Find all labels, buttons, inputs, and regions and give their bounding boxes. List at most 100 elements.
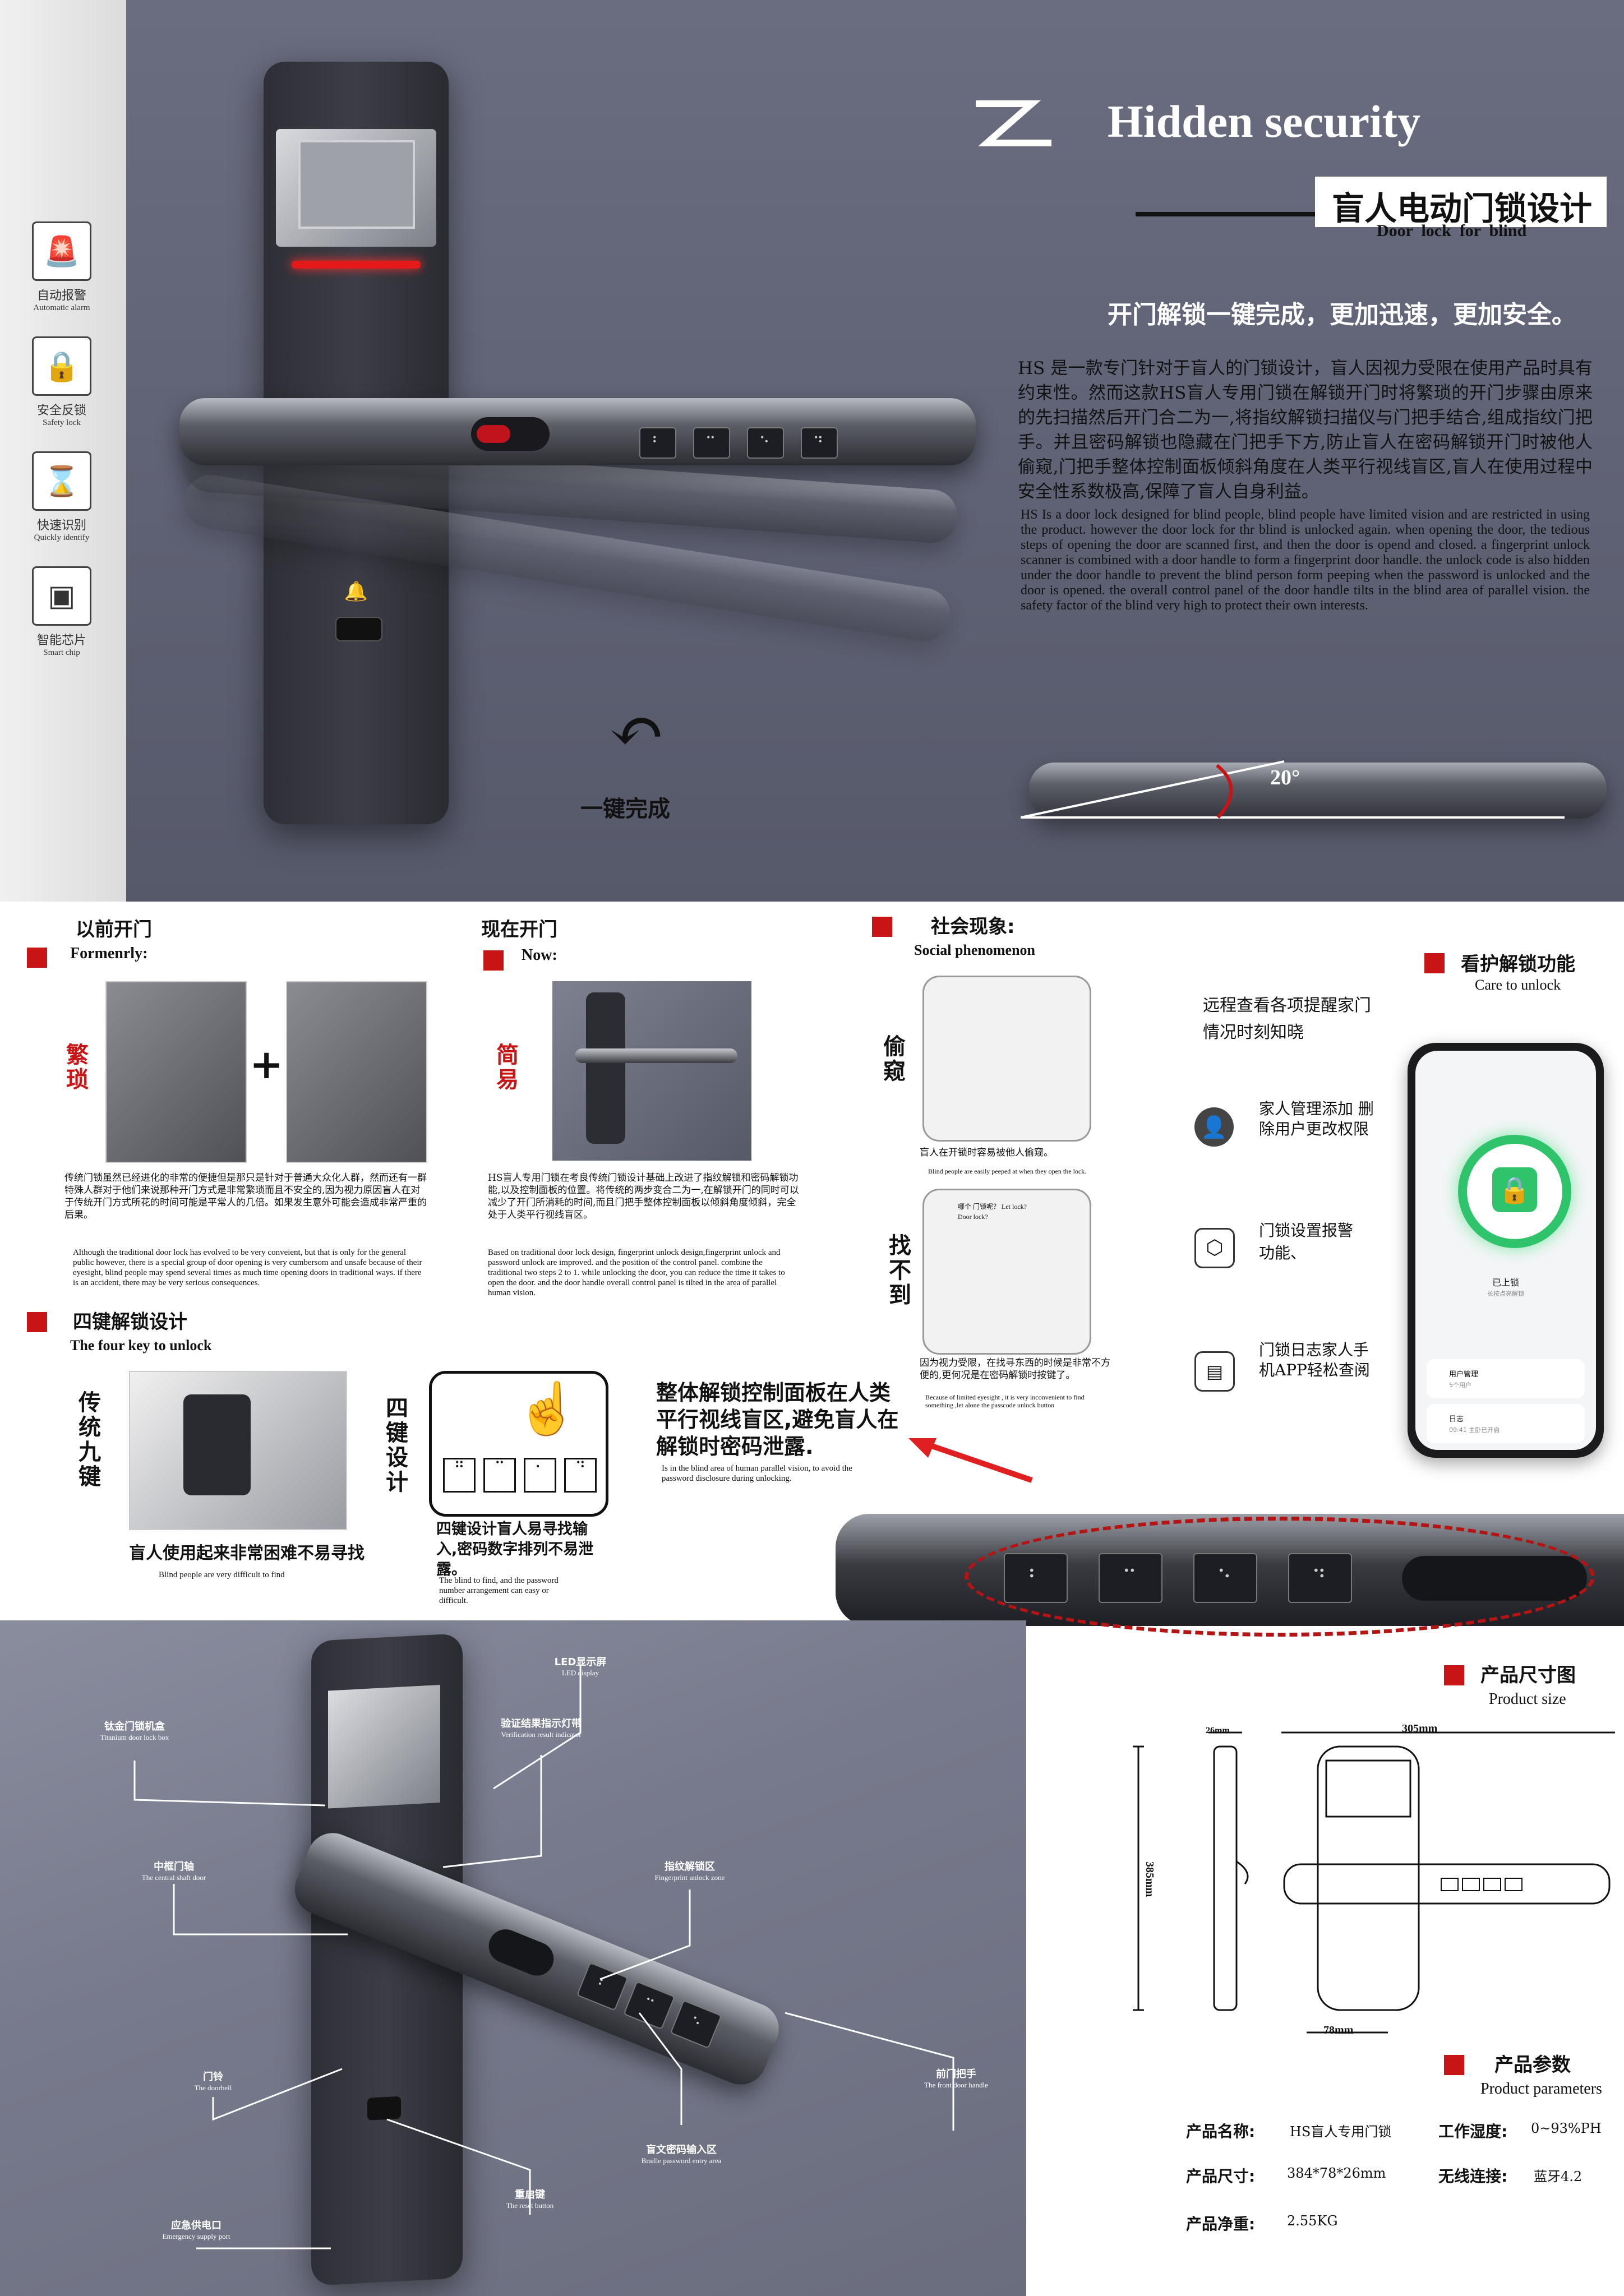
param-value: 2.55KG (1287, 2213, 1338, 2229)
callout-cn: LED显示屏 (554, 1656, 607, 1668)
caption-new-cn: 四键设计盲人易寻找输入,密码数字排列不易泄露。 (436, 1521, 594, 1578)
tag-peeping: 偷窥 (883, 1034, 906, 1084)
bell-icon: 🔔 (344, 580, 368, 603)
param-value: HS盲人专用门锁 (1290, 2124, 1392, 2140)
feature-chip: ▣ 智能芯片 Smart chip (28, 566, 95, 658)
before-title-en: Formenrly: (70, 945, 148, 962)
card-sub: 5个用户 (1449, 1382, 1471, 1389)
hs-lock-photo (552, 981, 751, 1161)
four-key-title: 四键解锁设计 (73, 1311, 187, 1333)
phone-screen: 🔒 已上锁 长按点亮解锁 用户管理 5个用户 日志 09:41 主卧已开启 (1415, 1051, 1596, 1450)
callout-en: Fingerprint unlock zone (654, 1873, 725, 1882)
reset-button[interactable] (335, 617, 382, 641)
log-card[interactable]: 日志 09:41 主卧已开启 (1427, 1404, 1585, 1443)
feature-lock: 🔒 安全反锁 Safety lock (28, 336, 95, 428)
param-label: 工作湿度: (1438, 2122, 1508, 2141)
callout-en: Emergency supply port (162, 2232, 230, 2240)
searching-illustration: 哪个 门锁呢？ Let lock? Door lock? (922, 1189, 1091, 1355)
panel-note-en: Is in the blind area of human parallel v… (662, 1464, 852, 1483)
callout-lines (133, 1665, 954, 2249)
braille-key[interactable]: ⠃ (639, 427, 676, 459)
section-marker (27, 948, 47, 968)
care-remote-text: 远程查看各项提醒家门情况时刻知晓 (1203, 996, 1371, 1042)
now-text-cn: HS盲人专用门锁在考良传统门锁设计基础上改进了指纹解锁和密码解锁功能,以及控制面… (488, 1172, 799, 1221)
subtitle-cn: 盲人电动门锁设计 (1332, 190, 1593, 228)
card-title: 用户管理 (1449, 1370, 1479, 1379)
keypad-lock-photo (286, 981, 427, 1163)
callout-en: Titanium door lock box (100, 1733, 169, 1741)
hourglass-icon: ⌛ (32, 451, 91, 511)
callout-cn: 门铃 (203, 2071, 223, 2083)
size-title-en: Product size (1489, 1690, 1566, 1708)
dim-width: 305mm (1402, 1722, 1438, 1735)
params-title: 产品参数 (1494, 2054, 1571, 2076)
page-title: Hidden security (1108, 96, 1421, 147)
angle-diagram (1021, 760, 1565, 819)
callout-en: The doorbell (194, 2084, 232, 2092)
card-sub: 09:41 主卧已开启 (1449, 1426, 1500, 1434)
slogan: 开门解锁一键完成，更加迅速，更加安全。 (1108, 301, 1576, 329)
key-glyph: ⠉ (483, 1458, 516, 1493)
callout-cn: 验证结果指示灯带 (501, 1718, 582, 1730)
braille-key[interactable]: ⠙ (801, 427, 838, 459)
lock-icon: 🔒 (32, 336, 91, 396)
subtitle-en: Door lock for blind (1377, 221, 1527, 240)
feature-label-en: Smart chip (43, 648, 80, 657)
callout-en: Braille password entry area (641, 2156, 722, 2165)
now-title-en: Now: (522, 946, 557, 964)
card-title: 日志 (1449, 1415, 1464, 1424)
description-en: HS Is a door lock designed for blind peo… (1021, 507, 1590, 613)
tag-four-key: 四键设计 (386, 1396, 408, 1495)
now-text-en: Based on traditional door lock design, f… (488, 1248, 785, 1297)
feature-alarm: 🚨 自动报警 Automatic alarm (28, 221, 95, 313)
dimension-drawing (1133, 1731, 1615, 2034)
section-marker (1444, 2055, 1464, 2075)
before-text-en: Although the traditional door lock has e… (73, 1248, 422, 1287)
section-marker (872, 917, 892, 937)
settings-icon: ⬡ (1194, 1228, 1235, 1268)
four-key-illustration: ⠛ ⠉ ⠂ ⠙ ☝ (429, 1371, 608, 1517)
care-title-en: Care to unlock (1475, 977, 1561, 993)
pointing-hand-icon: ☝ (516, 1379, 579, 1438)
section-marker (483, 950, 504, 971)
speech-bubble: 哪个 门锁呢？ Let lock? Door lock? (958, 1203, 1027, 1221)
four-key-title-en: The four key to unlock (70, 1337, 212, 1353)
before-text-cn: 传统门锁虽然已经进化的非常的便捷但是那只是针对于普通大众化人群，然而还有一群特殊… (64, 1172, 427, 1221)
callout-en: The central shaft door (141, 1873, 206, 1882)
feature-label-en: Automatic alarm (33, 303, 90, 312)
log-icon: ▤ (1194, 1351, 1235, 1392)
braille-key[interactable]: ⠑ (747, 427, 784, 459)
dim-height: 385mm (1143, 1861, 1156, 1897)
alarm-icon: 🚨 (32, 221, 91, 281)
peeping-illustration (922, 976, 1091, 1142)
nine-key-photo (129, 1371, 347, 1530)
user-management-card[interactable]: 用户管理 5个用户 (1427, 1359, 1585, 1398)
title-rule (1136, 212, 1315, 216)
param-label: 产品净重: (1186, 2215, 1256, 2233)
callout-en: The reset button (506, 2201, 554, 2210)
fingerprint-scanner[interactable] (471, 417, 550, 451)
feature-label: 安全反锁 (36, 404, 86, 418)
section-marker (1444, 1665, 1464, 1685)
key-glyph: ⠛ (443, 1458, 476, 1493)
phone: 🔒 已上锁 长按点亮解锁 用户管理 5个用户 日志 09:41 主卧已开启 (1408, 1043, 1604, 1458)
led-display (276, 129, 436, 247)
feature-identify: ⌛ 快速识别 Quickly identify (28, 451, 95, 543)
tag-nine-key: 传统九键 (79, 1390, 101, 1490)
feature-label: 智能芯片 (36, 634, 86, 648)
tag-cannot-find: 找不到 (889, 1233, 911, 1308)
caption-old-en: Blind people are very difficult to find (159, 1570, 285, 1579)
social-title-en: Social phenomenon (914, 942, 1035, 958)
param-value: 384*78*26mm (1287, 2165, 1386, 2181)
callout-cn: 中框门轴 (154, 1861, 194, 1873)
params-title-en: Product parameters (1480, 2080, 1602, 2098)
red-arrow-icon (908, 1438, 1033, 1483)
lock-status-ring[interactable]: 🔒 (1458, 1135, 1571, 1248)
lock-status-sub: 长按点亮解锁 (1487, 1290, 1524, 1297)
braille-key[interactable]: ⠉ (693, 427, 730, 459)
callout-en: Verification result indicator (501, 1730, 582, 1739)
